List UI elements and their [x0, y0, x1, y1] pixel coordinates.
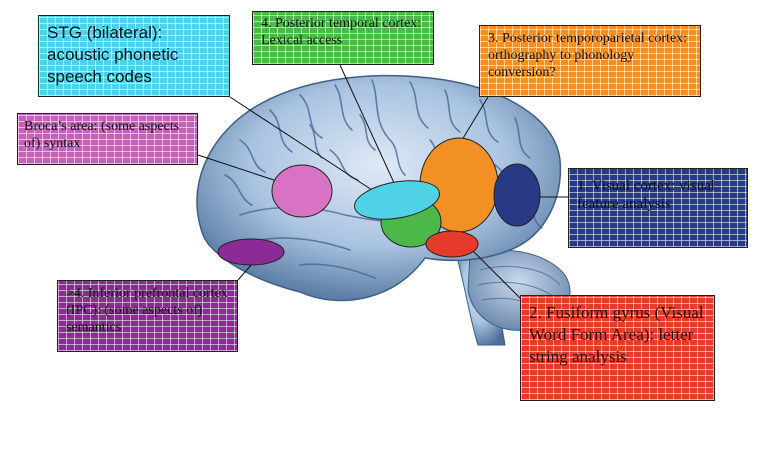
label-fusiform: 2. Fusiform gyrus (Visual Word Form Area… — [520, 295, 715, 401]
region-inferior-prefrontal — [217, 238, 285, 266]
label-posterior-temporal-text: 4. Posterior temporal cortex: Lexical ac… — [261, 16, 422, 48]
label-fusiform-text: 2. Fusiform gyrus (Visual Word Form Area… — [529, 303, 704, 367]
label-temporoparietal-text: 3. Posterior temporoparietal cortex: ort… — [488, 31, 688, 80]
connector-temporoparietal — [461, 96, 489, 141]
region-fusiform — [425, 230, 479, 258]
label-broca-text: Broca’s area: (some aspects of) syntax — [24, 119, 180, 151]
region-visual-cortex — [493, 163, 541, 227]
label-stg-text: STG (bilateral): acoustic phonetic speec… — [47, 23, 179, 87]
brain-regions — [217, 137, 541, 266]
label-visual-cortex-text: 1. Visual cortex: visual feature analysi… — [577, 178, 715, 212]
label-temporoparietal: 3. Posterior temporoparietal cortex: ort… — [479, 25, 701, 97]
connector-broca — [197, 154, 281, 183]
connector-fusiform — [469, 247, 521, 299]
label-stg: STG (bilateral): acoustic phonetic speec… — [38, 15, 230, 97]
connector-lines — [197, 64, 568, 299]
label-inferior-prefrontal: >4. Inferior prefrontal cortex (IPC): (s… — [57, 280, 238, 352]
connector-stg — [229, 96, 373, 191]
connector-inferior-prefrontal — [237, 263, 253, 281]
label-broca: Broca’s area: (some aspects of) syntax — [17, 113, 198, 165]
label-posterior-temporal: 4. Posterior temporal cortex: Lexical ac… — [252, 11, 434, 65]
label-visual-cortex: 1. Visual cortex: visual feature analysi… — [568, 168, 748, 248]
region-broca — [271, 164, 333, 218]
label-inferior-prefrontal-text: >4. Inferior prefrontal cortex (IPC): (s… — [66, 286, 228, 335]
connector-posterior-temporal — [339, 64, 396, 186]
region-stg — [354, 180, 440, 220]
